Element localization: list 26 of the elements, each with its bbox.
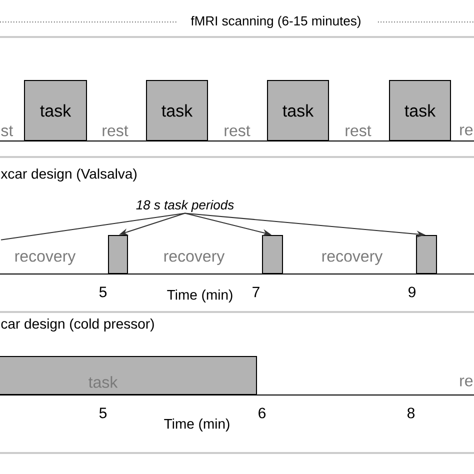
phase-label: recovery (15, 253, 76, 265)
title-text: fMRI scanning (6-15 minutes) (190, 16, 360, 28)
task-box: task (389, 80, 451, 141)
axis-label: Time (min) (167, 289, 232, 303)
phase-label: re (460, 378, 473, 386)
phase-label: recovery (164, 253, 225, 265)
axis-label: Time (min) (164, 418, 230, 432)
task-box: task (267, 80, 329, 141)
section-heading: car design (cold pressor) (1, 318, 154, 332)
section-heading: xcar design (Valsalva) (0, 168, 136, 182)
task-bar (108, 235, 128, 274)
tick-label: 5 (99, 286, 107, 298)
task-bar (262, 235, 283, 274)
box-label: task (88, 376, 118, 388)
tick-label: 6 (258, 408, 266, 418)
task-bar (416, 235, 437, 274)
task-box: task (146, 80, 208, 141)
phase-label: rest (102, 126, 128, 136)
phase-label: rest (346, 126, 372, 136)
tick-label: 9 (408, 286, 416, 298)
phase-label: rest (224, 126, 250, 136)
phase-label: recovery (322, 253, 383, 265)
task-box: task (24, 80, 87, 141)
annotation-text: 18 s task periods (136, 200, 234, 212)
tick-label: 8 (408, 408, 415, 418)
tick-label: 7 (252, 286, 260, 298)
